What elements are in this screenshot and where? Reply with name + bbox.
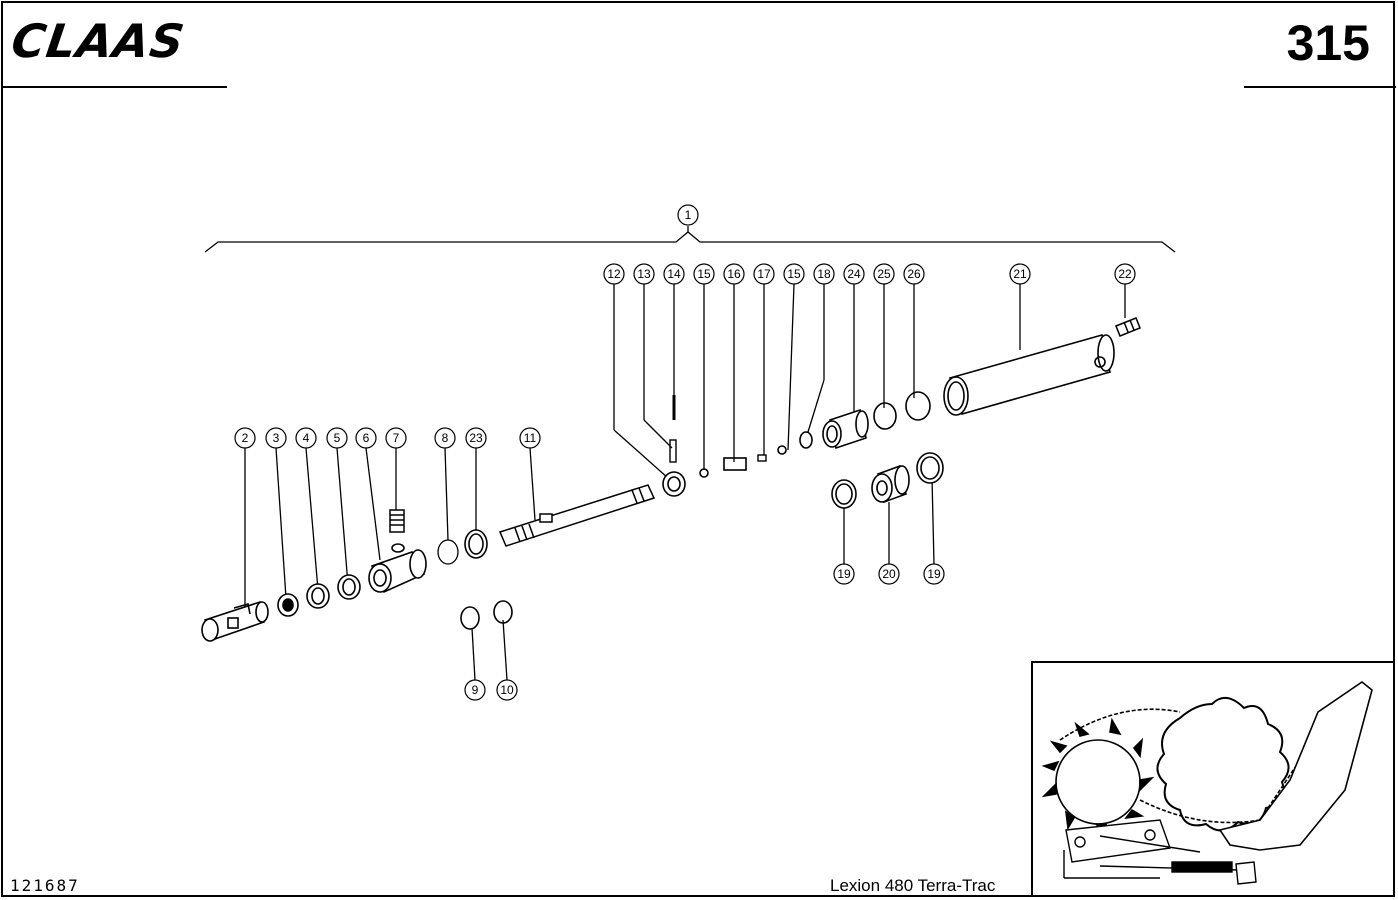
callout-2: 2 xyxy=(234,427,256,449)
callout-21: 21 xyxy=(1009,263,1031,285)
svg-text:25: 25 xyxy=(877,267,891,281)
svg-text:11: 11 xyxy=(524,431,537,445)
callout-15a: 15 xyxy=(693,263,715,285)
svg-text:26: 26 xyxy=(907,267,921,281)
page-number: 315 xyxy=(1286,15,1370,71)
callout-11: 11 xyxy=(519,427,541,449)
part-oring-8 xyxy=(437,539,459,565)
header-rule-left xyxy=(2,86,227,88)
callout-7: 7 xyxy=(385,427,407,449)
svg-text:3: 3 xyxy=(273,431,280,445)
machine-model: Lexion 480 Terra-Trac xyxy=(830,876,996,895)
callout-12: 12 xyxy=(603,263,625,285)
part-cylinder-barrel xyxy=(943,333,1115,416)
callout-8: 8 xyxy=(434,427,456,449)
part-seat-17 xyxy=(757,454,767,462)
part-ring-9 xyxy=(460,606,480,630)
callout-16: 16 xyxy=(723,263,745,285)
part-ring-10 xyxy=(493,600,513,624)
svg-text:24: 24 xyxy=(847,267,861,281)
callout-13: 13 xyxy=(633,263,655,285)
part-piston-24 xyxy=(822,408,869,450)
part-bushing-23 xyxy=(464,529,488,559)
part-ring-19b xyxy=(916,452,944,484)
part-fitting-7 xyxy=(389,509,405,533)
part-fitting-22 xyxy=(1115,317,1141,337)
svg-text:8: 8 xyxy=(442,431,449,445)
callout-22: 22 xyxy=(1114,263,1136,285)
callout-17: 17 xyxy=(753,263,775,285)
callout-18: 18 xyxy=(813,263,835,285)
part-ball-15a xyxy=(699,468,709,478)
inset-idler-wheel xyxy=(1156,697,1290,832)
svg-text:9: 9 xyxy=(472,683,479,697)
inset-frame-arm xyxy=(1218,681,1373,851)
callout-24: 24 xyxy=(843,263,865,285)
part-nut xyxy=(277,593,299,617)
callout-9: 9 xyxy=(464,679,486,701)
svg-text:5: 5 xyxy=(334,431,341,445)
part-ball-15b xyxy=(777,445,787,455)
svg-text:20: 20 xyxy=(882,567,896,581)
svg-text:7: 7 xyxy=(393,431,400,445)
part-ring-25 xyxy=(873,402,897,430)
callout-1: 1 xyxy=(677,204,699,226)
svg-text:15: 15 xyxy=(787,267,801,281)
callout-26: 26 xyxy=(903,263,925,285)
part-piston-rod xyxy=(498,484,656,547)
header-rule-right xyxy=(1244,86,1396,88)
part-oring-18 xyxy=(799,431,813,449)
svg-text:13: 13 xyxy=(637,267,651,281)
svg-text:17: 17 xyxy=(757,267,771,281)
svg-text:23: 23 xyxy=(469,431,483,445)
document-id: 121687 xyxy=(10,876,80,895)
part-spring-16 xyxy=(723,457,747,471)
part-nut-12 xyxy=(662,471,686,497)
callout-19a: 19 xyxy=(833,563,855,585)
svg-text:6: 6 xyxy=(363,431,370,445)
callout-4: 4 xyxy=(295,427,317,449)
svg-text:19: 19 xyxy=(927,567,941,581)
part-ring-4 xyxy=(306,583,330,609)
svg-text:22: 22 xyxy=(1118,267,1132,281)
callout-14: 14 xyxy=(663,263,685,285)
part-clevis-end xyxy=(201,600,269,642)
svg-text:14: 14 xyxy=(667,267,681,281)
svg-text:1: 1 xyxy=(685,208,692,222)
callout-15b: 15 xyxy=(783,263,805,285)
callout-10: 10 xyxy=(496,679,518,701)
svg-text:21: 21 xyxy=(1013,267,1027,281)
inset-linkage xyxy=(1063,819,1257,885)
callout-20: 20 xyxy=(878,563,900,585)
svg-text:4: 4 xyxy=(303,431,310,445)
svg-text:15: 15 xyxy=(697,267,711,281)
inset-drive-wheel xyxy=(1041,717,1155,839)
part-ring-5 xyxy=(337,574,361,600)
part-piston-20 xyxy=(871,464,910,504)
callout-19b: 19 xyxy=(923,563,945,585)
svg-text:12: 12 xyxy=(607,267,621,281)
part-cylinder-head xyxy=(368,543,427,594)
callout-5: 5 xyxy=(326,427,348,449)
svg-text:16: 16 xyxy=(727,267,741,281)
callout-3: 3 xyxy=(265,427,287,449)
svg-text:18: 18 xyxy=(817,267,831,281)
part-pin-13 xyxy=(669,439,677,463)
svg-text:19: 19 xyxy=(837,567,851,581)
svg-text:2: 2 xyxy=(242,431,249,445)
part-ring-19a xyxy=(831,479,857,509)
assembly-brace xyxy=(204,231,1176,253)
part-ring-26 xyxy=(905,391,931,421)
callout-23: 23 xyxy=(465,427,487,449)
callout-6: 6 xyxy=(355,427,377,449)
callout-25: 25 xyxy=(873,263,895,285)
svg-text:10: 10 xyxy=(500,683,514,697)
location-inset xyxy=(1031,661,1395,897)
